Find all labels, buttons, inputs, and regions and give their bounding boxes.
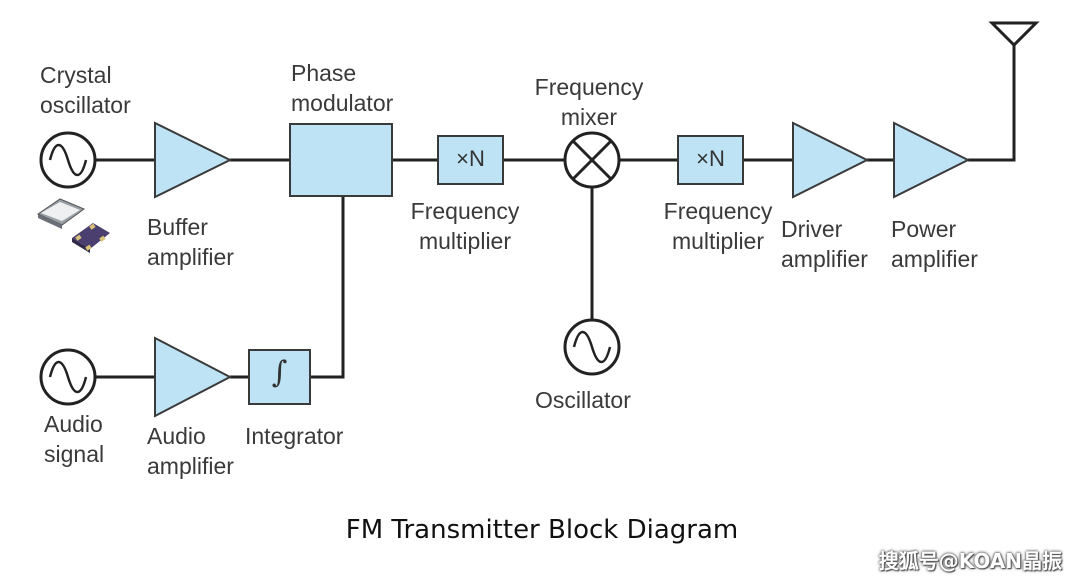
- watermark-text: 搜狐号@KOAN晶振: [878, 549, 1062, 573]
- crystal-oscillator-symbol: [39, 131, 97, 189]
- buffer-amplifier-triangle: [154, 121, 233, 199]
- crystal-component-icon: [36, 198, 110, 253]
- phase-modulator-block: [289, 123, 393, 197]
- multiplier-1-symbol: ×N: [456, 146, 485, 171]
- frequency-multiplier-2-block: [677, 135, 744, 185]
- diagram-caption: FM Transmitter Block Diagram: [345, 515, 739, 545]
- oscillator-symbol: [563, 318, 621, 376]
- signal-wires: [95, 42, 1016, 379]
- frequency-mixer-symbol: [563, 131, 621, 189]
- audio-signal-symbol: [39, 348, 97, 406]
- frequency-multiplier-1-block: [437, 135, 504, 185]
- wire-integrator-to-phase: [310, 196, 345, 379]
- integrator-symbol: ∫: [271, 355, 288, 390]
- multiplier-2-symbol: ×N: [696, 146, 725, 171]
- driver-amplifier-triangle: [792, 121, 870, 199]
- label-oscillator: Oscillator: [535, 387, 631, 413]
- wire-power-to-antenna: [968, 42, 1016, 162]
- integrator-block: [248, 349, 311, 405]
- audio-amplifier-triangle: [154, 336, 233, 418]
- antenna-icon: [988, 21, 1040, 48]
- power-amplifier-triangle: [893, 121, 971, 199]
- label-integrator: Integrator: [245, 423, 344, 449]
